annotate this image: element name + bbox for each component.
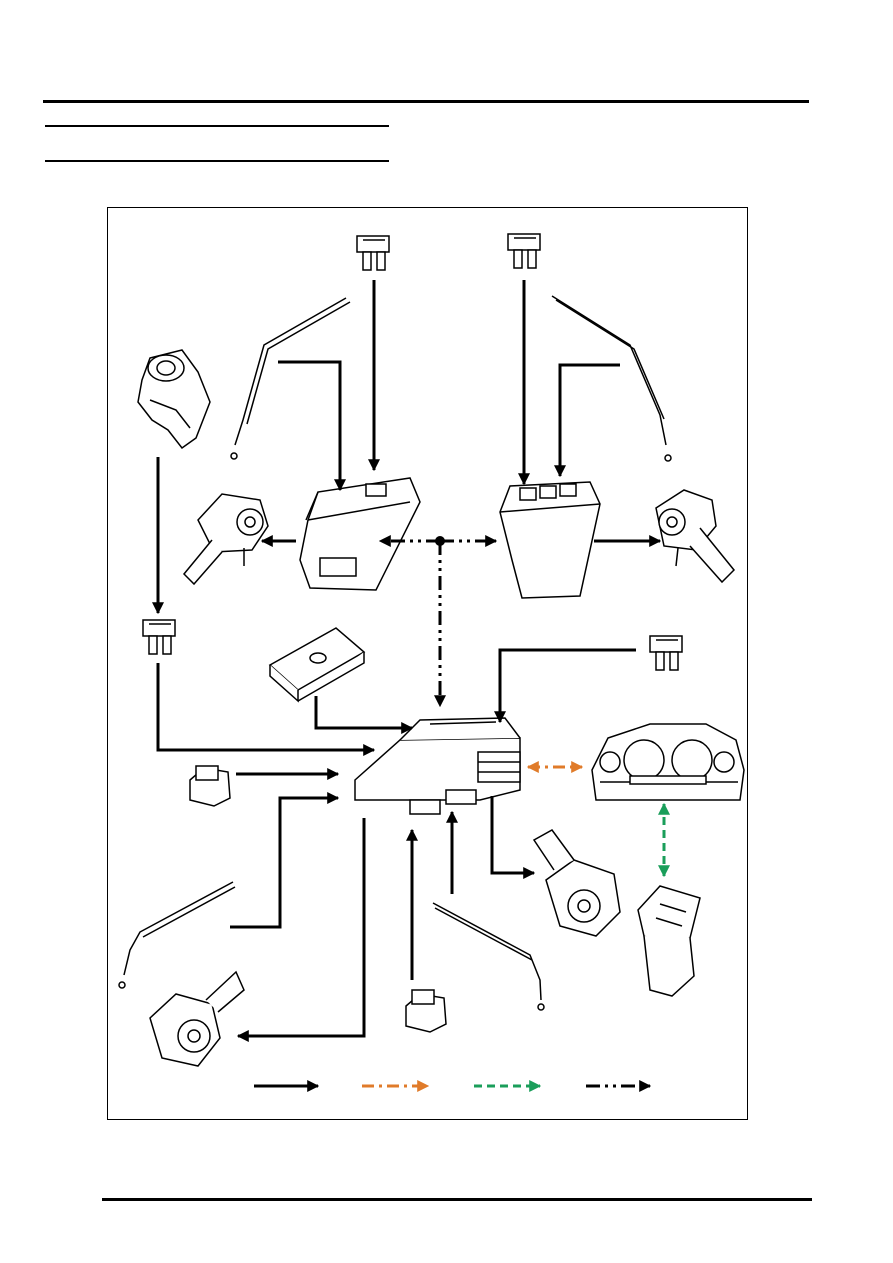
- fuse-right-middle: [649, 635, 683, 671]
- window-motor-front-right: [655, 489, 736, 584]
- k-bus-links: [378, 535, 498, 708]
- window-motor-rear-right: [532, 829, 621, 937]
- lock-switch-bottom: [405, 989, 447, 1033]
- body-control-module: [354, 717, 521, 815]
- k-bus-junction: [435, 536, 445, 546]
- lock-switch-left: [189, 765, 231, 807]
- lead-top-right: [551, 295, 672, 462]
- fuse-left-middle: [142, 619, 176, 655]
- ignition-switch: [137, 349, 211, 450]
- window-motor-front-left: [182, 493, 269, 586]
- window-switch-pack-left: [299, 477, 421, 591]
- diagram-frame: [107, 207, 748, 1120]
- remote-transmitter: [268, 627, 366, 703]
- footer-rule: [102, 1198, 812, 1201]
- diagnostic-socket: [637, 885, 701, 997]
- lead-bottom-left: [118, 881, 236, 989]
- header-rule-low: [45, 160, 389, 162]
- window-switch-pack-right: [499, 481, 601, 599]
- header-rule-mid: [45, 125, 389, 127]
- window-motor-rear-left: [149, 970, 245, 1067]
- fuse-left-top: [356, 235, 390, 271]
- instrument-cluster: [591, 723, 745, 801]
- hardwired-links: [152, 280, 662, 1042]
- header-rule-top: [43, 100, 809, 103]
- lead-bottom-middle: [432, 902, 545, 1011]
- fuse-right-top: [507, 233, 541, 269]
- lead-top-left: [230, 297, 351, 460]
